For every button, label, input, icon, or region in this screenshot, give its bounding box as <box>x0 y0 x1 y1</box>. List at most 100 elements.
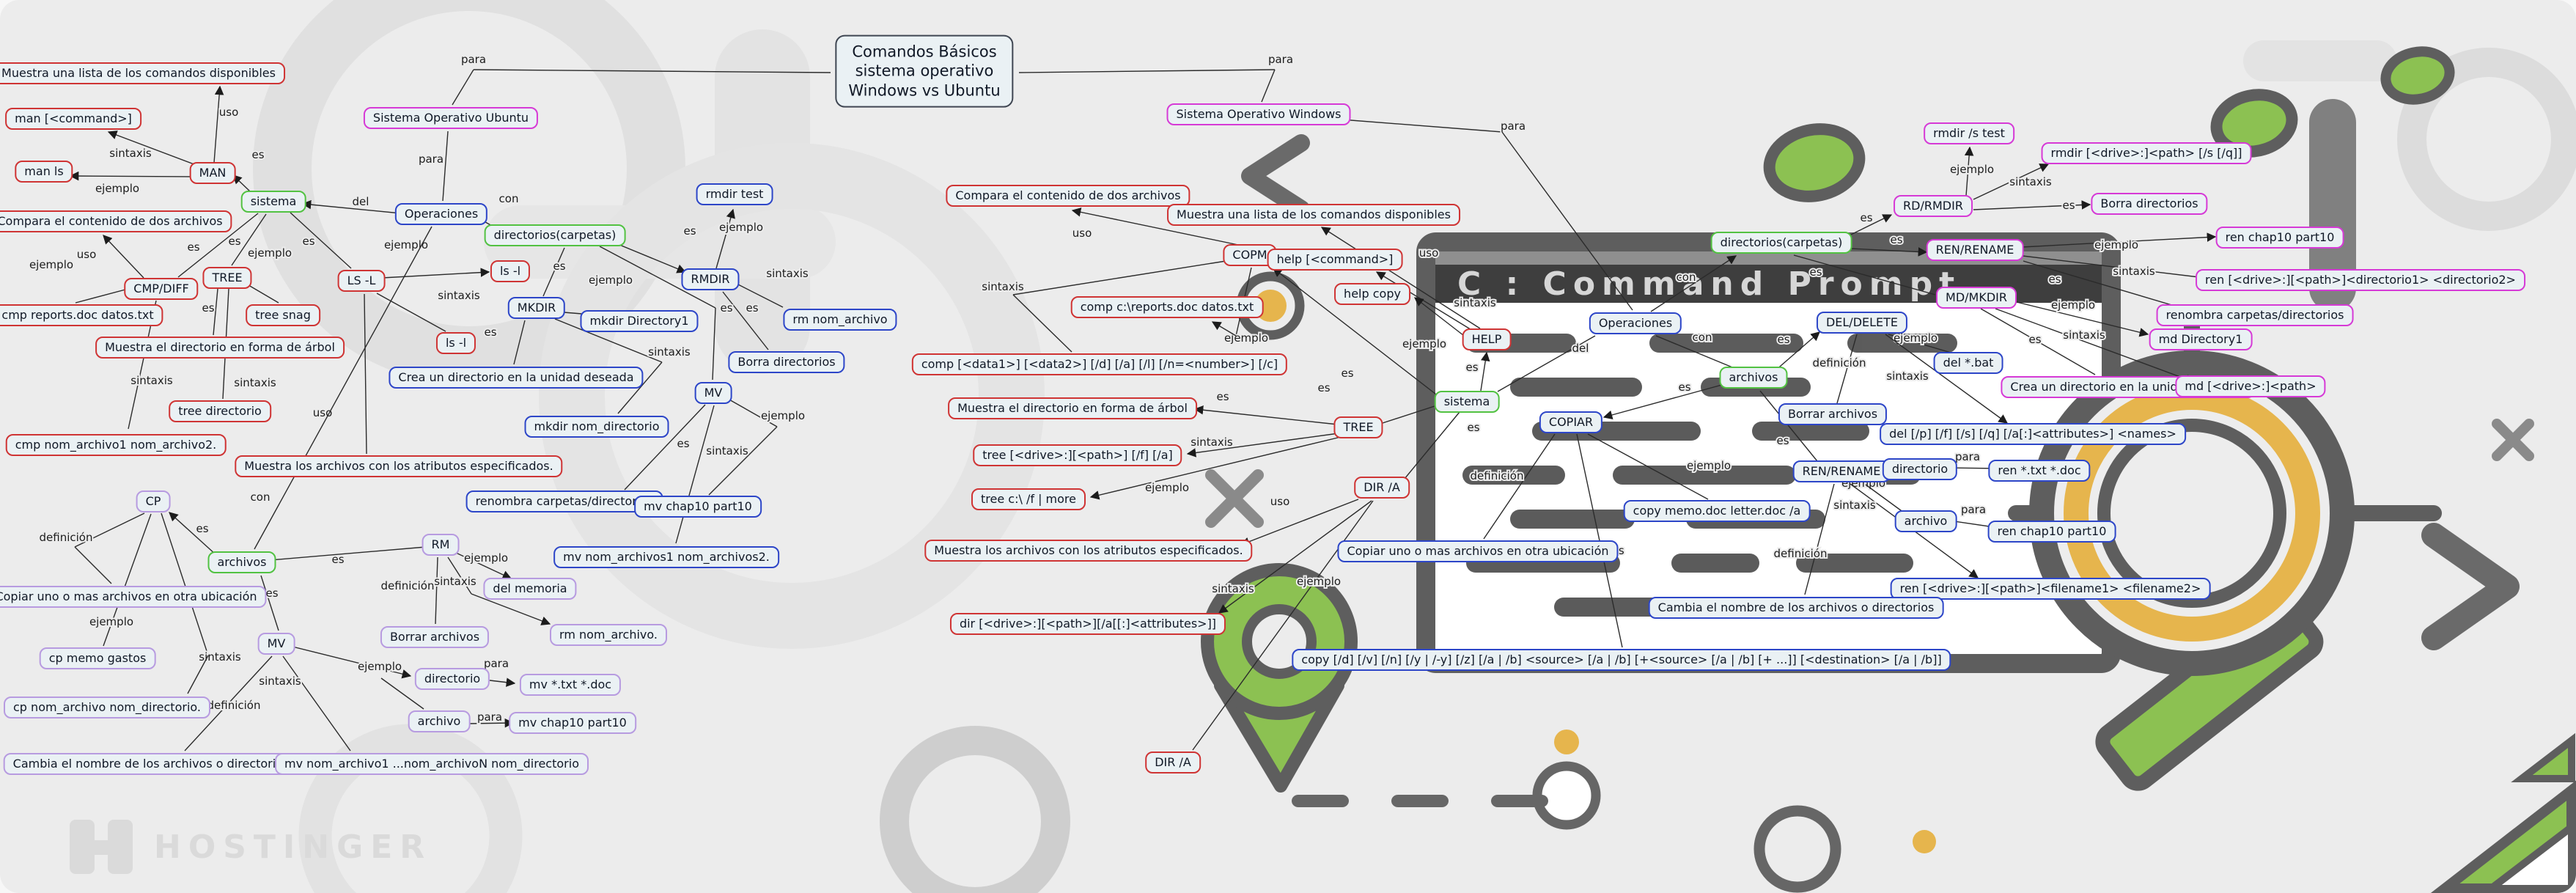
edge-line <box>454 551 512 579</box>
windows-ren-chap-blue: ren chap10 part10 <box>1987 521 2116 543</box>
ubuntu-mv-syntax: mv nom_archivos1 nom_archivos2. <box>553 546 779 568</box>
windows-del-example: del *.bat <box>1933 352 2003 374</box>
edge-label: ejemplo <box>1297 575 1341 588</box>
ubuntu-rmdir-syntax: rm nom_archivo <box>783 309 897 331</box>
edge-label: con <box>1693 331 1712 344</box>
edge-label: uso <box>77 248 97 261</box>
edge-label: ejemplo <box>29 258 73 271</box>
ubuntu-mvp-syntax: mv nom_archivo1 ...nom_archivoN nom_dire… <box>275 753 589 775</box>
ubuntu-man-example: man ls <box>15 161 73 183</box>
edge-label: ejemplo <box>2051 298 2095 312</box>
windows-tree-syntax: tree [<drive>:][<path>] [/f] [/a] <box>973 444 1182 466</box>
edge-line <box>254 226 433 550</box>
ubuntu-directorios: directorios(carpetas) <box>484 224 626 246</box>
edge-label: uso <box>219 106 239 119</box>
ubuntu-cmp-definition: Compara el contenido de dos archivos <box>0 210 232 232</box>
edge-label: ejemplo <box>384 238 428 251</box>
ubuntu-cmp-syntax: cmp nom_archivo1 nom_archivo2. <box>5 434 227 456</box>
edge-line <box>471 593 551 625</box>
edge-label: para <box>1268 53 1293 66</box>
hostinger-brand-text: HOSTINGER <box>154 828 432 866</box>
edge-line <box>708 426 778 496</box>
edge-label: para <box>1955 450 1980 463</box>
edge-line <box>1804 483 1835 595</box>
windows-comp-syntax: comp [<data1>] [<data2>] [/d] [/a] [/l] … <box>911 353 1288 375</box>
edge-label: ejemplo <box>358 660 402 673</box>
edge-label: para <box>477 710 502 724</box>
edge-line <box>435 556 438 625</box>
edge-label: sintaxis <box>234 376 276 389</box>
edge-label: sintaxis <box>438 289 480 302</box>
edge-label: es <box>1317 381 1330 394</box>
edge-label: con <box>1677 271 1696 284</box>
edge-line <box>1774 331 1820 372</box>
edge-line <box>1012 259 1236 295</box>
edge-label: sintaxis <box>982 280 1024 293</box>
edge-label: sintaxis <box>1212 582 1254 595</box>
edge-line <box>513 320 526 365</box>
edge-line <box>1414 297 1468 339</box>
edge-label: uso <box>1072 227 1092 240</box>
windows-os: Sistema Operativo Windows <box>1166 103 1351 125</box>
edge-label: es <box>1777 333 1789 346</box>
accent-dots-and-dashes <box>1236 46 2455 893</box>
edge-line <box>1793 254 1936 295</box>
windows-rmdir-example: rmdir /s test <box>1924 122 2014 144</box>
windows-md-example: md Directory1 <box>2149 328 2253 350</box>
edge-line <box>542 247 565 297</box>
ubuntu-cmpdiff: CMP/DIFF <box>124 278 199 300</box>
edge-line <box>442 131 449 202</box>
edge-line <box>301 199 402 214</box>
edge-line <box>184 655 273 751</box>
edge-label: con <box>499 192 519 205</box>
cross-marks <box>1205 419 2534 528</box>
hostinger-watermark: HOSTINGER <box>70 820 432 874</box>
ubuntu-mkdir-syntax: mkdir nom_directorio <box>524 416 669 438</box>
edge-label: con <box>251 490 271 504</box>
edge-line <box>290 212 352 269</box>
ubuntu-cp-definition: Copiar uno o mas archivos en otra ubicac… <box>0 586 267 608</box>
edge-line <box>1888 334 1957 355</box>
windows-help-definition: Muestra una lista de los comandos dispon… <box>1167 204 1460 226</box>
edge-label: definición <box>1813 356 1866 370</box>
ubuntu-cmp-example: cmp reports.doc datos.txt <box>0 304 163 326</box>
ubuntu-mkdir-definition: Crea un directorio en la unidad deseada <box>389 367 644 389</box>
ubuntu-archivos: archivos <box>207 551 276 573</box>
edge-label: sintaxis <box>259 675 301 688</box>
edge-label: ejemplo <box>589 273 633 287</box>
windows-del: DEL/DELETE <box>1816 312 1908 334</box>
edge-label: es <box>1216 390 1229 403</box>
edge-line <box>177 213 259 278</box>
windows-archivos: archivos <box>1719 367 1788 389</box>
ubuntu-lsl: LS -L <box>337 270 386 292</box>
windows-tree-example: tree c:\ /f | more <box>971 488 1086 510</box>
edge-label: sintaxis <box>434 575 476 588</box>
edge-line <box>1273 268 1440 397</box>
edge-label: es <box>187 240 199 254</box>
windows-help: HELP <box>1462 328 1512 350</box>
ubuntu-mkdir: MKDIR <box>507 297 566 319</box>
windows-copy-example: copy memo.doc letter.doc /a <box>1623 500 1811 522</box>
edge-label: es <box>1860 211 1872 224</box>
edge-line <box>1980 308 2096 375</box>
edge-label: sintaxis <box>1191 436 1233 449</box>
edge-line <box>1331 118 1503 133</box>
edge-line <box>1885 334 2009 424</box>
edge-label: es <box>1341 367 1353 380</box>
edge-label: para <box>419 152 444 166</box>
windows-copiar-definition: Copiar uno o mas archivos en otra ubicac… <box>1337 540 1619 562</box>
edge-label: sintaxis <box>1454 296 1496 309</box>
ubuntu-ls-definition: Muestra los archivos con los atributos e… <box>235 455 563 477</box>
edge-line <box>473 69 831 73</box>
windows-sistema: sistema <box>1434 391 1500 413</box>
edge-line <box>624 404 706 490</box>
edge-label: sintaxis <box>2063 328 2105 342</box>
ubuntu-mv-chap-example: mv chap10 part10 <box>509 712 636 734</box>
windows-ren-syntax-blue: ren [<drive>:][<path>]<filename1> <filen… <box>1890 578 2211 600</box>
edge-line <box>282 655 351 751</box>
ubuntu-man: MAN <box>189 162 236 184</box>
edge-line <box>614 242 687 273</box>
edge-line <box>1089 436 1342 500</box>
ubuntu-mv-purple: MV <box>257 633 295 655</box>
